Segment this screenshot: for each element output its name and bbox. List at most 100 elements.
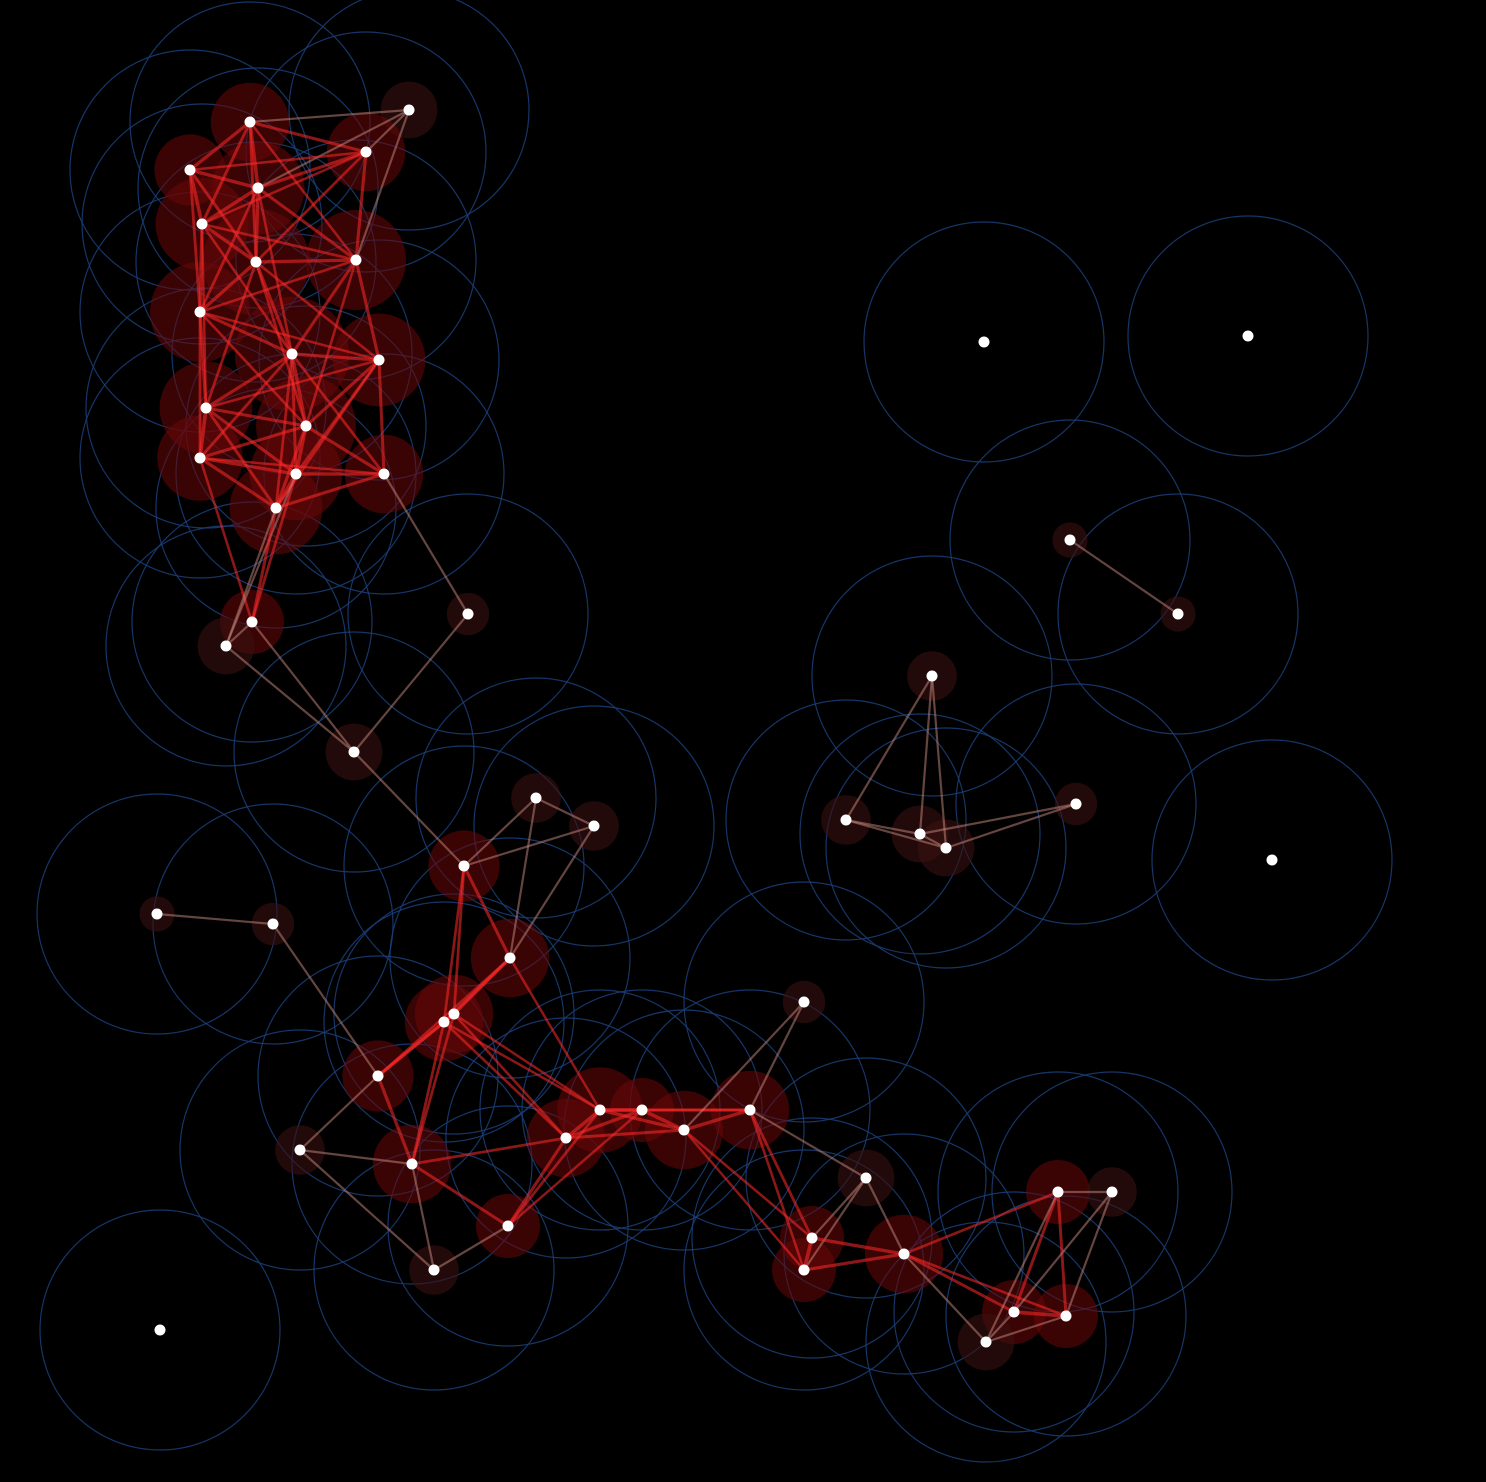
edge-n14-n19	[198, 456, 254, 624]
edge-n22-n23	[534, 796, 596, 828]
edge-n25-n26	[155, 912, 275, 926]
edge-n34-n35	[564, 1128, 686, 1140]
node-n48	[1008, 1306, 1020, 1318]
edge-n32-n34	[640, 1108, 686, 1132]
edge-n33-n34	[682, 1108, 752, 1132]
node-n7	[250, 256, 262, 268]
edge-n34-n43	[682, 1128, 814, 1240]
range-ring-n21	[233, 631, 475, 873]
edge-n48-n49	[1012, 1310, 1068, 1318]
edge-n27-n31	[508, 956, 602, 1112]
edge-n30-n37	[376, 1074, 414, 1166]
range-ring-n53	[949, 419, 1191, 661]
edge-n4-n9	[188, 168, 202, 314]
range-ring-n30	[257, 955, 499, 1197]
node-n38	[502, 1220, 514, 1232]
edge-n7-n12	[204, 260, 258, 410]
node-n46	[1052, 1186, 1064, 1198]
edge-n5-n10	[256, 186, 294, 356]
edge-n1-n6	[200, 120, 252, 226]
node-n4	[184, 164, 196, 176]
node-n29	[438, 1016, 450, 1028]
edge-n31-n38	[506, 1108, 602, 1228]
node-n36	[294, 1144, 306, 1156]
edge-n1-n4	[188, 120, 252, 172]
edge-n10-n14	[198, 352, 294, 460]
edge-n17-n20	[224, 506, 278, 648]
edge-n56-n59	[944, 802, 1078, 850]
edge-n55-n59	[930, 674, 948, 850]
edge-n20-n21	[224, 644, 356, 754]
edge-n48-n50	[984, 1310, 1016, 1344]
edge-n33-n44	[748, 1108, 806, 1272]
edge-n24-n28	[452, 864, 466, 1016]
edge-n33-n42	[748, 1108, 868, 1180]
edge-n2-n5	[256, 108, 411, 190]
edge-n18-n21	[352, 612, 470, 754]
node-n53	[1064, 534, 1076, 546]
node-n33	[744, 1104, 756, 1116]
edge-n5-n6	[200, 186, 260, 226]
node-n12	[200, 402, 212, 414]
node-n37	[406, 1158, 418, 1170]
edge-n14-n17	[198, 456, 278, 510]
range-ring-n40	[39, 1209, 281, 1451]
edge-n34-n44	[682, 1128, 806, 1272]
edge-n33-n43	[748, 1108, 814, 1240]
range-ring-n41	[683, 881, 925, 1123]
edge-n35-n38	[506, 1136, 568, 1228]
edge-n31-n35	[564, 1108, 602, 1140]
node-n17	[270, 502, 282, 514]
range-ring-n51	[863, 221, 1105, 463]
node-n11	[373, 354, 385, 366]
edge-n42-n44	[802, 1176, 868, 1272]
edge-n46-n50	[984, 1190, 1060, 1344]
edge-n13-n16	[304, 424, 386, 476]
node-n3	[360, 146, 372, 158]
range-ring-n55	[811, 555, 1053, 797]
node-n6	[196, 218, 208, 230]
edge-n10-n12	[204, 352, 294, 410]
edge-n10-n17	[274, 352, 294, 510]
edge-n34-n41	[682, 1000, 806, 1132]
edge-n3-n7	[254, 150, 368, 264]
range-ring-n48	[893, 1191, 1135, 1433]
node-n60	[1266, 854, 1278, 866]
node-n43	[806, 1232, 818, 1244]
node-n18	[462, 608, 474, 620]
edge-n55-n57	[844, 674, 934, 822]
node-n47	[1106, 1186, 1118, 1198]
nodes-layer	[151, 104, 1278, 1348]
range-ring-n38	[387, 1105, 629, 1347]
edge-n17-n19	[250, 506, 278, 624]
edge-n29-n31	[442, 1020, 602, 1112]
edge-n12-n14	[198, 406, 208, 460]
edge-n33-n41	[748, 1000, 806, 1112]
node-n13	[300, 420, 312, 432]
edge-n1-n2	[248, 108, 411, 124]
range-ring-n23	[473, 705, 715, 947]
edge-n47-n48	[1012, 1190, 1114, 1314]
edge-n42-n45	[864, 1176, 906, 1256]
edge-n19-n20	[224, 620, 254, 648]
node-n50	[980, 1336, 992, 1348]
node-n8	[350, 254, 362, 266]
edge-n5-n9	[198, 186, 260, 314]
edge-n45-n46	[902, 1190, 1060, 1256]
edge-n19-n21	[250, 620, 356, 754]
node-n35	[560, 1132, 572, 1144]
edge-n32-n35	[564, 1108, 644, 1140]
edge-n47-n49	[1064, 1190, 1114, 1318]
node-n27	[504, 952, 516, 964]
range-ring-n27	[389, 837, 631, 1079]
node-n42	[860, 1172, 872, 1184]
edge-n3-n4	[188, 150, 368, 172]
edge-n45-n48	[902, 1252, 1016, 1314]
edge-n2-n3	[364, 108, 411, 154]
node-n56	[1070, 798, 1082, 810]
edge-n8-n9	[198, 258, 358, 314]
node-n57	[840, 814, 852, 826]
edge-n1-n8	[248, 120, 358, 262]
node-n52	[1242, 330, 1254, 342]
